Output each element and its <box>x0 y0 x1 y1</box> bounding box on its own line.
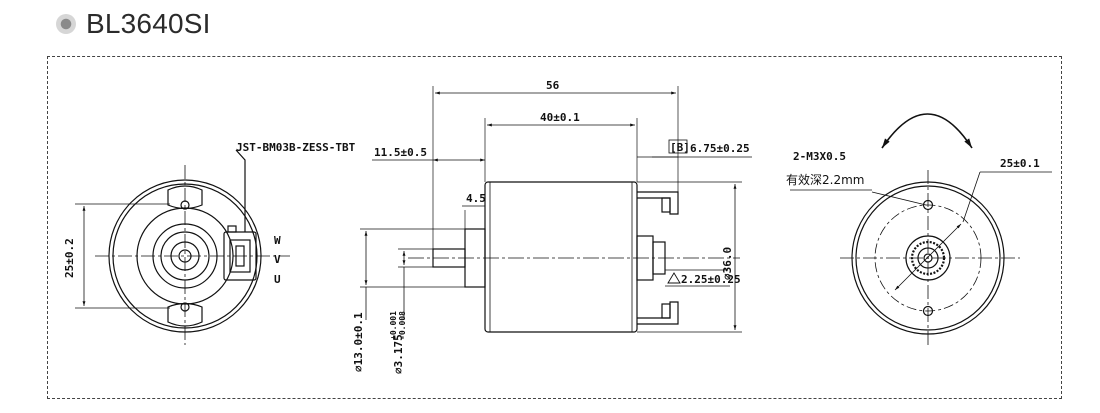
left-end-view <box>75 149 290 345</box>
hole-depth-label: 有效深2.2mm <box>786 172 864 187</box>
dim-56: 56 <box>546 79 560 92</box>
dim-40: 40±0.1 <box>540 111 580 124</box>
dim-6-75: 6.75±0.25 <box>690 142 750 155</box>
flatness-triangle-icon <box>667 272 681 284</box>
drawing-frame <box>47 56 1062 399</box>
datum-b-box <box>668 139 688 154</box>
page-header: BL3640SI <box>56 4 211 44</box>
circle-bullet-icon <box>56 14 76 34</box>
dim-11-5: 11.5±0.5 <box>374 146 427 159</box>
dim-2-25: 2.25±0.25 <box>681 273 741 286</box>
pin-label-v: V <box>274 253 281 266</box>
right-end-view <box>790 170 1052 346</box>
pin-label-u: U <box>274 273 281 286</box>
dim-4-5: 4.5 <box>466 192 486 205</box>
page-title: BL3640SI <box>86 8 211 39</box>
side-view <box>360 86 752 333</box>
pin-label-w: W <box>274 234 281 247</box>
dim-pcd-25: 25±0.1 <box>1000 157 1040 170</box>
connector-label: JST-BM03B-ZESS-TBT <box>236 141 356 154</box>
bidirectional-rotation-arrow-icon <box>881 113 973 149</box>
hole-spec-label: 2-M3X0.5 <box>793 150 846 163</box>
dim-dia-13: ⌀13.0±0.1 <box>352 312 365 372</box>
dim-dia-3-175: ⌀3.175 <box>392 334 405 374</box>
datum-b-tag: [B] <box>670 141 690 154</box>
dim-dia-36: ⌀36.0 <box>721 247 734 280</box>
dim-shaft-tol-upper: +0.001 <box>389 311 398 340</box>
dim-shaft-tol-lower: -0.008 <box>398 311 407 340</box>
dim-left-25: 25±0.2 <box>63 238 76 278</box>
